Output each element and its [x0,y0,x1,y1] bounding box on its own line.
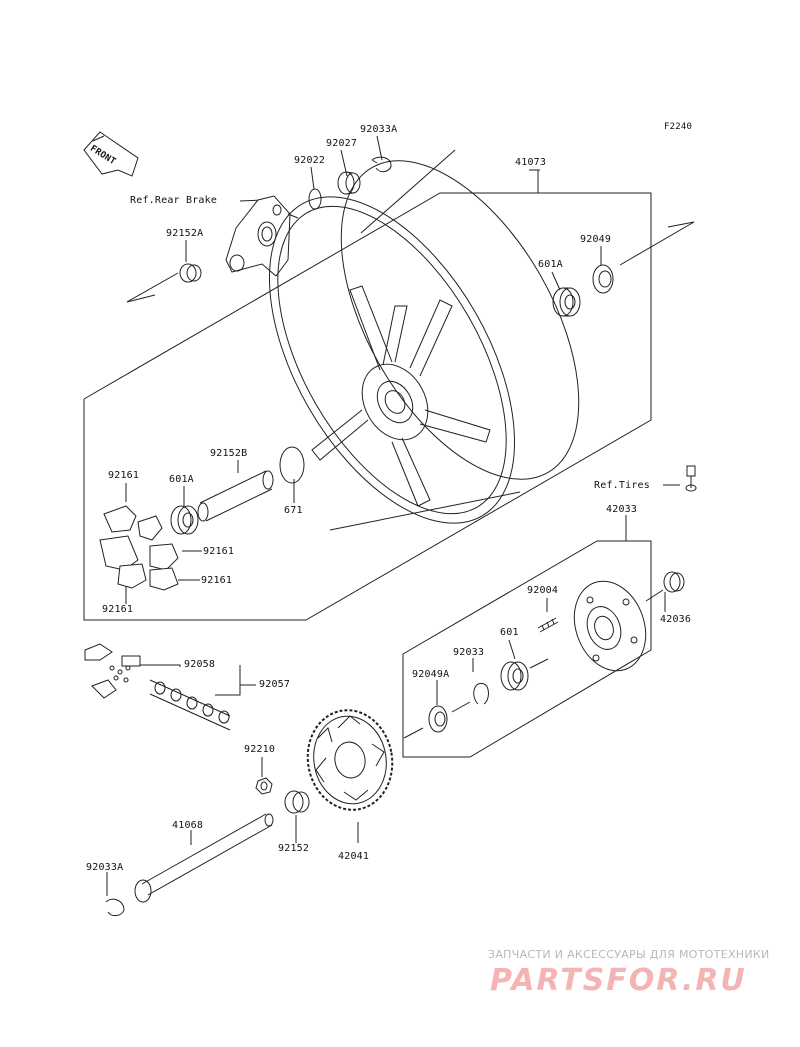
part-label-601A-right[interactable]: 601A [538,259,563,270]
circlip-92033 [473,682,489,705]
tire-valve [685,465,697,492]
part-label-92152B[interactable]: 92152B [210,448,248,459]
stud-92004 [537,617,559,633]
part-label-92161-d[interactable]: 92161 [102,604,134,615]
drive-chain-92057 [84,643,231,731]
watermark-logo: PARTSFOR.RU [490,963,747,998]
rear-brake-bracket [225,195,299,277]
bearing-601 [500,661,529,691]
part-label-92049[interactable]: 92049 [580,234,612,245]
collar-92152A [179,263,202,283]
damper-rubbers-92161 [99,505,179,591]
part-label-92033A-bottom[interactable]: 92033A [86,862,124,873]
collar-92027 [337,171,361,195]
hub-assembly-box [402,540,652,758]
part-label-41068[interactable]: 41068 [172,820,204,831]
ref-rear-brake-label[interactable]: Ref.Rear Brake [130,195,218,206]
diagram-code: F2240 [664,122,693,132]
sprocket-42041 [306,709,394,811]
seal-92049 [592,264,614,294]
part-label-601[interactable]: 601 [500,627,519,638]
spacer-92152B [197,470,274,522]
part-label-42033[interactable]: 42033 [606,504,638,515]
ref-tires-label[interactable]: Ref.Tires [594,480,650,491]
part-label-41073[interactable]: 41073 [515,157,547,168]
part-label-42036[interactable]: 42036 [660,614,692,625]
part-label-92057[interactable]: 92057 [259,679,291,690]
seal-92049A [428,705,448,733]
bearing-601A-right [552,287,581,317]
part-label-671[interactable]: 671 [284,505,303,516]
o-ring-671 [279,446,305,484]
watermark-caption: ЗАПЧАСТИ И АКСЕССУАРЫ ДЛЯ МОТОТЕХНИКИ [488,948,770,961]
part-label-92161-c[interactable]: 92161 [201,575,233,586]
circlip-92033A-bottom [105,898,125,917]
part-label-92152[interactable]: 92152 [278,843,310,854]
bearing-601A-left [170,505,199,535]
collar-42036 [663,571,685,593]
part-label-92022[interactable]: 92022 [294,155,326,166]
part-label-92027[interactable]: 92027 [326,138,358,149]
wheel-assembly-box [83,192,652,621]
axle-41068 [134,813,274,903]
sprocket-hub-42033 [573,580,647,672]
part-label-42041[interactable]: 42041 [338,851,370,862]
part-label-92004[interactable]: 92004 [527,585,559,596]
part-label-92033A-top[interactable]: 92033A [360,124,398,135]
part-label-92210[interactable]: 92210 [244,744,276,755]
part-label-601A-left[interactable]: 601A [169,474,194,485]
part-label-92161-a[interactable]: 92161 [108,470,140,481]
part-label-92033[interactable]: 92033 [453,647,485,658]
part-label-92161-b[interactable]: 92161 [203,546,235,557]
part-label-92058[interactable]: 92058 [184,659,216,670]
wheel-41073 [268,149,580,531]
part-label-92049A[interactable]: 92049A [412,669,450,680]
nut-92210 [255,777,273,795]
part-label-92152A[interactable]: 92152A [166,228,204,239]
front-arrow-icon [83,131,139,177]
circlip-92033A-top [371,156,392,173]
collar-92152 [284,790,310,814]
